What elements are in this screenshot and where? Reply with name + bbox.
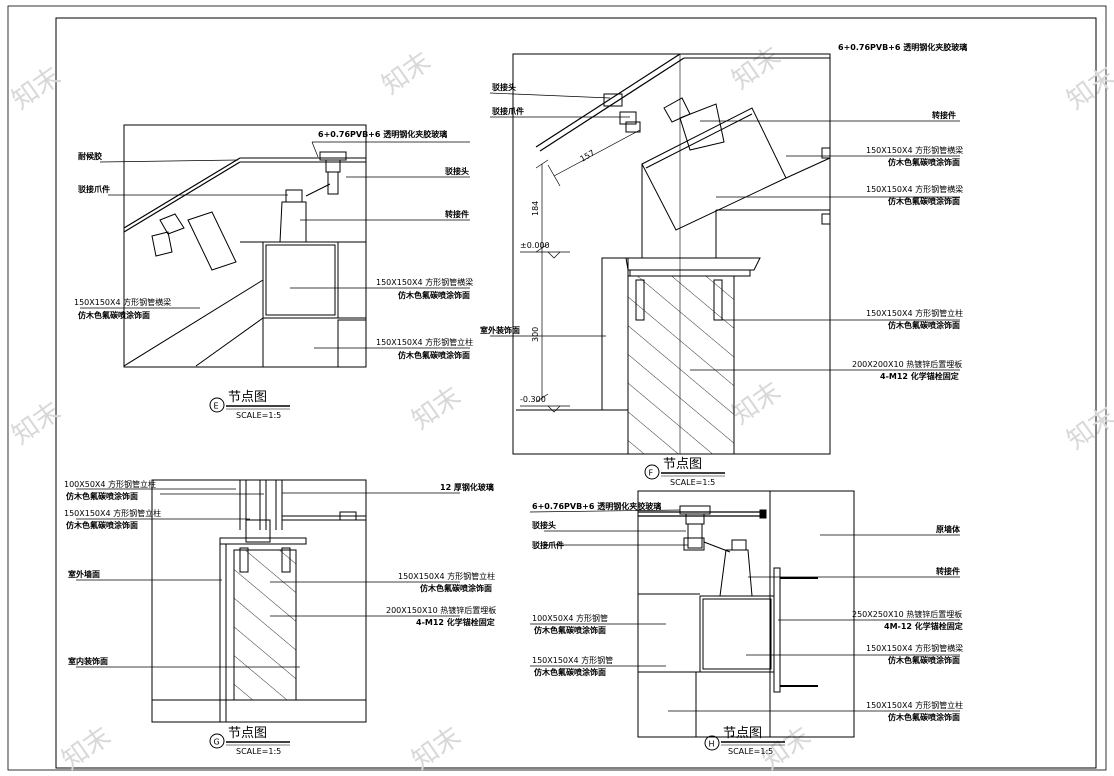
label-post: 150X150X4 方形钢管立柱 (866, 700, 963, 710)
detail-letter: F (649, 469, 654, 478)
label-beam: 150X150X4 方形钢管横梁 (866, 643, 963, 653)
level-zero: ±0.000 (520, 241, 550, 250)
label-claw: 驳接爪件 (492, 106, 524, 116)
label-glass: 12 厚钢化玻璃 (440, 482, 494, 492)
label-wall: 原墙体 (936, 524, 961, 534)
detail-G-title-block: G 节点图 SCALE=1:5 (209, 726, 290, 756)
detail-title: 节点图 (228, 726, 267, 741)
detail-F-title-block: F 节点图 SCALE=1:5 (644, 457, 725, 487)
detail-H-title-block: H 节点图 SCALE=1:5 (704, 726, 785, 756)
concrete-footing (627, 275, 735, 455)
label-finish: 仿木色氟碳喷涂饰面 (78, 310, 150, 320)
label-post: 150X150X4 方形钢管立柱 (64, 508, 161, 518)
label-rotary: 转接件 (932, 110, 956, 120)
detail-F (489, 53, 960, 455)
label-post: 150X150X4 方形钢管立柱 (376, 337, 473, 347)
detail-G-labels: 100X50X4 方形钢管立柱 仿木色氟碳喷涂饰面 150X150X4 方形钢管… (64, 479, 496, 666)
label-beam: 150X150X4 方形钢管横梁 (376, 277, 473, 287)
label-finish: 仿木色氟碳喷涂饰面 (888, 320, 960, 330)
detail-scale: SCALE=1:5 (236, 411, 281, 420)
detail-letter: G (214, 738, 220, 747)
detail-scale: SCALE=1:5 (236, 747, 281, 756)
detail-H (529, 490, 960, 738)
label-sealant: 耐候胶 (78, 151, 102, 161)
label-glass: 6+0.76PVB+6 透明钢化夹胶玻璃 (838, 42, 967, 52)
detail-G-frame (151, 479, 367, 723)
sheet-outer-border (7, 5, 1107, 771)
label-post: 100X50X4 方形钢管立柱 (64, 479, 156, 489)
label-finish: 仿木色氟碳喷涂饰面 (66, 520, 138, 530)
label-glass: 6+0.76PVB+6 透明钢化夹胶玻璃 (532, 501, 661, 511)
label-beam: 150X150X4 方形钢管横梁 (866, 145, 963, 155)
detail-letter: H (709, 740, 715, 749)
watermark: 知末 (727, 376, 787, 430)
watermark: 知末 (727, 41, 787, 95)
label-head: 驳接头 (532, 520, 556, 530)
detail-title: 节点图 (723, 726, 762, 741)
label-tube: 100X50X4 方形钢管 (532, 613, 608, 623)
label-claw: 驳接爪件 (532, 540, 564, 550)
label-finish: 仿木色氟碳喷涂饰面 (534, 667, 606, 677)
detail-G (76, 479, 460, 723)
watermark: 知末 (7, 61, 67, 115)
label-finish: 仿木色氟碳喷涂饰面 (888, 196, 960, 206)
detail-F-labels: 6+0.76PVB+6 透明钢化夹胶玻璃 驳接头 驳接爪件 转接件 150X15… (480, 42, 967, 404)
detail-E-frame (123, 124, 367, 368)
label-exterior-floor: 室外装饰面 (480, 325, 520, 335)
label-rotary: 转接件 (936, 566, 960, 576)
label-glass: 6+0.76PVB+6 透明钢化夹胶玻璃 (318, 129, 447, 139)
label-beam: 150X150X4 方形钢管横梁 (74, 297, 171, 307)
label-plate: 250X250X10 热镀锌后置埋板 (852, 609, 962, 619)
label-head: 驳接头 (492, 82, 516, 92)
dim-300: 300 (531, 327, 540, 342)
label-post: 150X150X4 方形钢管立柱 (398, 571, 495, 581)
detail-scale: SCALE=1:5 (728, 747, 773, 756)
detail-H-frame (637, 490, 855, 738)
watermark: 知末 (407, 381, 467, 435)
detail-E (80, 124, 470, 368)
level-negative: -0.300 (520, 395, 546, 404)
label-rotary: 转接件 (445, 209, 469, 219)
sheet-inner-border (55, 17, 1097, 769)
detail-letter: E (214, 402, 219, 411)
watermark: 知末 (7, 396, 67, 450)
label-finish: 仿木色氟碳喷涂饰面 (888, 157, 960, 167)
label-finish: 仿木色氟碳喷涂饰面 (888, 712, 960, 722)
label-finish: 仿木色氟碳喷涂饰面 (888, 655, 960, 665)
detail-H-labels: 6+0.76PVB+6 透明钢化夹胶玻璃 驳接头 驳接爪件 原墙体 转接件 10… (532, 501, 963, 722)
label-exterior-wall: 室外墙面 (68, 569, 100, 579)
label-beam: 150X150X4 方形钢管横梁 (866, 184, 963, 194)
label-tube: 150X150X4 方形钢管 (532, 655, 613, 665)
label-finish: 仿木色氟碳喷涂饰面 (534, 625, 606, 635)
label-post: 150X150X4 方形钢管立柱 (866, 308, 963, 318)
label-finish: 仿木色氟碳喷涂饰面 (66, 491, 138, 501)
detail-E-labels: 6+0.76PVB+6 透明钢化夹胶玻璃 耐候胶 驳接头 驳接爪件 转接件 15… (74, 129, 473, 360)
concrete-footing (233, 549, 297, 701)
label-finish: 仿木色氟碳喷涂饰面 (420, 583, 492, 593)
label-interior-floor: 室内装饰面 (68, 656, 108, 666)
dim-184: 184 (531, 201, 540, 216)
label-finish: 仿木色氟碳喷涂饰面 (398, 350, 470, 360)
label-head: 驳接头 (445, 166, 469, 176)
label-claw: 驳接爪件 (78, 184, 110, 194)
label-anchor: 4-M12 化学锚栓固定 (880, 371, 959, 381)
label-finish: 仿木色氟碳喷涂饰面 (398, 290, 470, 300)
label-anchor: 4M-12 化学锚栓固定 (884, 621, 963, 631)
detail-scale: SCALE=1:5 (670, 478, 715, 487)
watermark: 知末 (377, 46, 437, 100)
label-plate: 200X200X10 热镀锌后置埋板 (852, 359, 962, 369)
label-plate: 200X150X10 热镀锌后置埋板 (386, 605, 496, 615)
label-anchor: 4-M12 化学锚栓固定 (416, 617, 495, 627)
dim-157: 157 (579, 148, 597, 163)
detail-E-title-block: E 节点图 SCALE=1:5 (209, 390, 290, 420)
detail-title: 节点图 (663, 457, 702, 472)
detail-title: 节点图 (228, 390, 267, 405)
